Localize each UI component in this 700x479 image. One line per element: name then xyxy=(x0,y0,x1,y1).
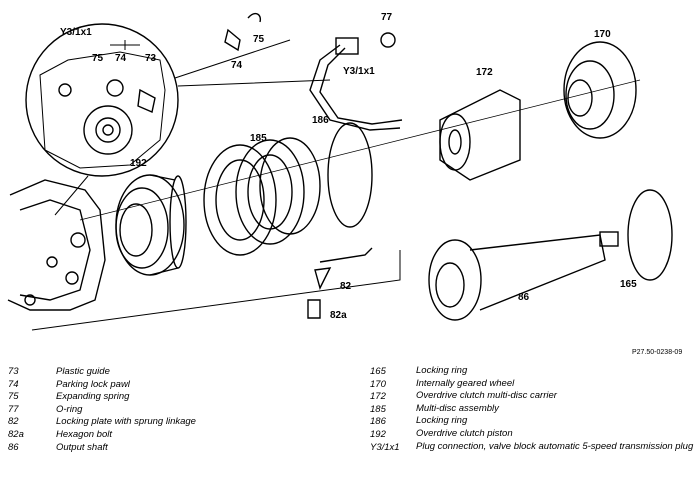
callout-label: 75 xyxy=(253,34,265,45)
legend-description: Plastic guide xyxy=(56,366,110,377)
legend-number: 165 xyxy=(370,366,386,377)
callout-label: 86 xyxy=(518,292,530,303)
part-170-wheel xyxy=(563,41,637,139)
legend-row: 192 Overdrive clutch piston xyxy=(370,427,700,442)
legend-number: 186 xyxy=(370,416,386,428)
callout-label: 74 xyxy=(231,60,243,71)
callout-label: 186 xyxy=(312,115,329,126)
part-86-shaft xyxy=(428,231,619,321)
part-192-piston xyxy=(115,174,187,276)
callout-label: 185 xyxy=(250,133,267,144)
legend-description: Output shaft xyxy=(56,441,108,453)
legend-description: Overdrive clutch multi-disc carrier xyxy=(416,390,557,402)
legend-row: 172 Overdrive clutch multi-disc carrier xyxy=(370,391,700,404)
legend-number: 172 xyxy=(370,391,386,403)
legend-row: 86 Output shaft xyxy=(8,442,376,455)
part-165-ring xyxy=(627,189,673,281)
legend-row: 73 Plastic guide xyxy=(8,366,376,379)
callout-label: Y3/1x1 xyxy=(343,66,375,77)
legend-number: 185 xyxy=(370,403,386,415)
legend-row: 82a Hexagon bolt xyxy=(8,429,376,442)
callout-label: 73 xyxy=(145,53,157,64)
part-82a-bolt xyxy=(307,299,321,319)
transmission-housing xyxy=(7,179,106,311)
legend-description: Locking plate with sprung linkage xyxy=(56,416,196,428)
callout-label: 74 xyxy=(115,53,127,64)
legend-row: 185 Multi-disc assembly xyxy=(370,402,700,417)
legend-row: 77 O-ring xyxy=(8,404,376,417)
callout-label: 192 xyxy=(130,158,147,169)
callout-labels: Y3/1x1 75 74 73 74 75 77 Y3/1x1 172 170 … xyxy=(60,12,637,321)
callout-label: 75 xyxy=(92,53,104,64)
legend-description: Internally geared wheel xyxy=(416,377,515,389)
legend-description: Parking lock pawl xyxy=(56,378,130,390)
legend-number: 77 xyxy=(8,403,19,415)
legend-number: 82a xyxy=(8,428,24,440)
legend-number: 86 xyxy=(8,441,19,453)
legend-row: 170 Internally geared wheel xyxy=(370,377,700,392)
legend-row: 165 Locking ring xyxy=(370,366,700,379)
part-185-multidisc xyxy=(203,137,321,256)
legend-number: 75 xyxy=(8,391,19,403)
legend-left: 73 Plastic guide 74 Parking lock pawl 75 Ex… xyxy=(8,366,376,454)
legend-number: 192 xyxy=(370,428,386,440)
legend-number: 74 xyxy=(8,378,19,390)
legend-description: Locking ring xyxy=(416,415,468,427)
legend-number: 73 xyxy=(8,366,19,377)
legend-number: 170 xyxy=(370,378,386,390)
legend-description: Expanding spring xyxy=(56,391,130,403)
legend-description: Multi-disc assembly xyxy=(416,402,499,414)
part-74-pawl xyxy=(224,28,241,52)
callout-label: 77 xyxy=(381,12,393,23)
part-186-ring xyxy=(327,122,373,228)
part-77-oring xyxy=(380,32,396,48)
callout-label: Y3/1x1 xyxy=(60,27,92,38)
legend-row: 74 Parking lock pawl xyxy=(8,379,376,392)
legend-number: Y3/1x1 xyxy=(370,441,400,453)
part-y3-plug xyxy=(309,37,403,131)
part-82-plate xyxy=(314,247,373,290)
legend-description: Locking ring xyxy=(416,365,468,376)
callout-label: 170 xyxy=(594,29,611,40)
callout-label: 82 xyxy=(340,281,352,292)
legend-row: 186 Locking ring xyxy=(370,416,700,429)
legend-row: 75 Expanding spring xyxy=(8,391,376,404)
reference-code: P27.50-0238-09 xyxy=(632,349,683,356)
legend-description: Overdrive clutch piston xyxy=(416,427,513,439)
callout-label: 82a xyxy=(330,310,347,321)
callout-label: 172 xyxy=(476,67,493,78)
part-75-spring xyxy=(247,12,262,23)
callout-label: 165 xyxy=(620,279,637,290)
legend-description: Hexagon bolt xyxy=(56,428,112,440)
legend-description: O-ring xyxy=(56,403,83,415)
legend-row: 82 Locking plate with sprung linkage xyxy=(8,416,376,429)
legend-number: 82 xyxy=(8,416,19,428)
part-172-carrier xyxy=(439,89,521,181)
legend-row: Y3/1x1 Plug connection, valve block autom… xyxy=(370,440,700,455)
detail-inset xyxy=(25,23,179,177)
legend-description: Plug connection, valve block automatic 5… xyxy=(416,440,694,452)
